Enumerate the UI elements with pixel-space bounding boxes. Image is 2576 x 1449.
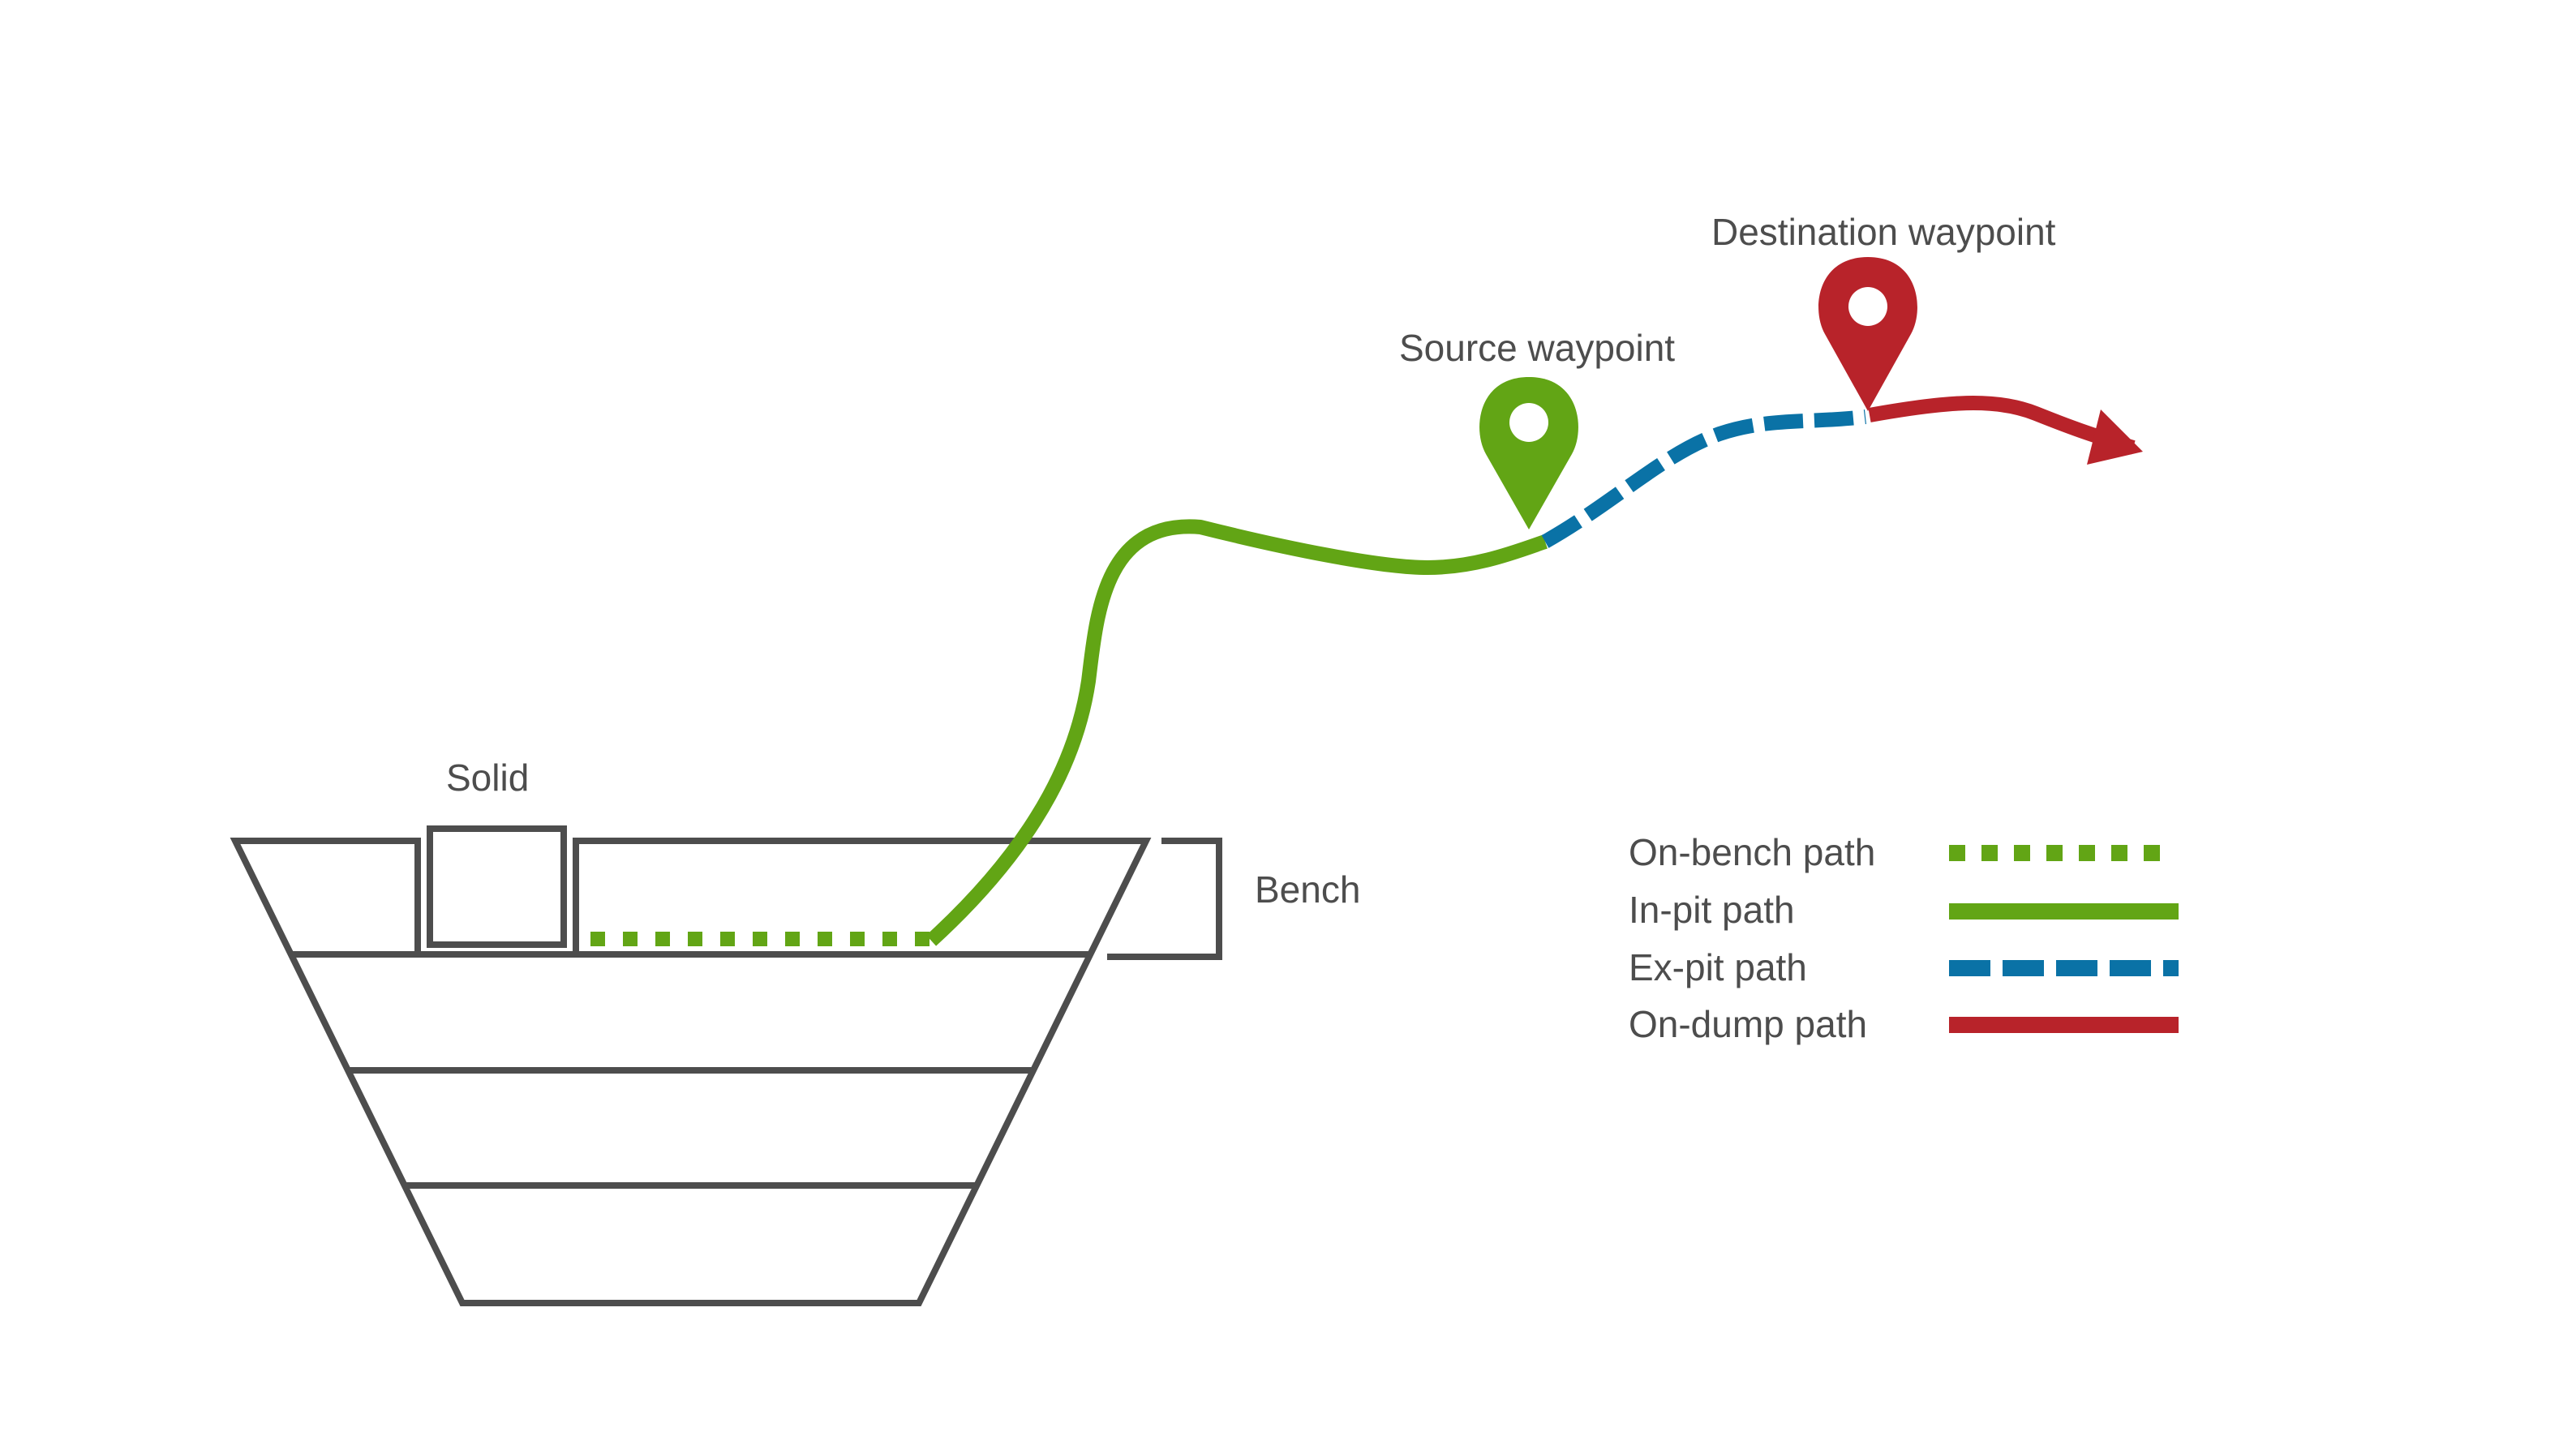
solid-label: Solid xyxy=(446,757,529,799)
pin-hole xyxy=(1848,287,1887,326)
map-pin-icon xyxy=(1479,377,1578,529)
destination-waypoint-label: Destination waypoint xyxy=(1711,211,2056,253)
legend: On-bench path In-pit path Ex-pit path On… xyxy=(1629,831,2179,1045)
ex-pit-path xyxy=(1541,409,1867,548)
bench-bracket xyxy=(1107,838,1222,960)
source-waypoint-pin xyxy=(1479,377,1578,529)
destination-waypoint-pin xyxy=(1818,257,1917,411)
bench-label: Bench xyxy=(1255,868,1360,911)
legend-label-ex-pit: Ex-pit path xyxy=(1629,946,1807,988)
in-pit-path xyxy=(925,519,1548,946)
map-pin-icon xyxy=(1818,257,1917,411)
solid-block xyxy=(427,825,567,948)
pit xyxy=(230,825,1222,1306)
legend-label-on-dump: On-dump path xyxy=(1629,1003,1867,1045)
pit-top-left-rim xyxy=(230,838,1152,1306)
legend-label-on-bench: On-bench path xyxy=(1629,831,1875,873)
legend-label-in-pit: In-pit path xyxy=(1629,889,1795,931)
source-waypoint-label: Source waypoint xyxy=(1399,327,1675,369)
arrowhead-icon xyxy=(2087,409,2143,465)
pin-hole xyxy=(1509,403,1548,442)
